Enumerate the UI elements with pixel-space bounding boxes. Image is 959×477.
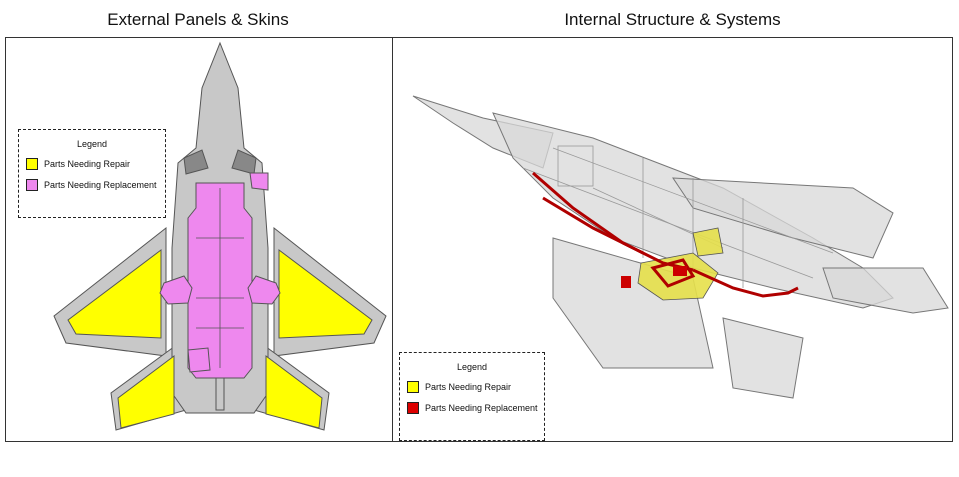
internal-replacement-cluster: [650, 258, 696, 288]
left-tail-repair: [117, 355, 175, 429]
legend-internal: Legend Parts Needing Repair Parts Needin…: [399, 352, 545, 441]
legend-title: Legend: [76, 139, 108, 149]
internal-replacement-box-2: [673, 266, 687, 276]
legend-label: Parts Needing Repair: [425, 382, 512, 392]
legend-item-replacement: Parts Needing Replacement: [26, 179, 165, 191]
legend-label: Parts Needing Repair: [44, 159, 131, 169]
replacement-swatch: [26, 179, 38, 191]
internal-repair-bay: [637, 252, 719, 301]
right-wing-repair: [278, 248, 373, 339]
internal-replacement-line: [692, 268, 799, 298]
legend-label: Parts Needing Replacement: [425, 403, 538, 413]
internal-structure-view: Legend Parts Needing Repair Parts Needin…: [392, 37, 953, 442]
repair-swatch: [407, 381, 419, 393]
right-panel-title: Internal Structure & Systems: [564, 10, 781, 29]
horizontal-tail: [822, 267, 949, 314]
external-panels-view: Legend Parts Needing Repair Parts Needin…: [5, 37, 393, 442]
vertical-tail: [722, 317, 804, 399]
left-wing-repair: [67, 248, 162, 339]
lower-left-panel-replacement: [187, 347, 211, 373]
legend-item-repair: Parts Needing Repair: [26, 158, 165, 170]
internal-repair-strip: [692, 227, 724, 257]
upper-right-panel-replacement: [249, 172, 269, 191]
replacement-swatch: [407, 402, 419, 414]
left-shoulder-replacement: [159, 275, 193, 305]
right-shoulder-replacement: [247, 275, 281, 305]
repair-swatch: [26, 158, 38, 170]
legend-external: Legend Parts Needing Repair Parts Needin…: [18, 129, 166, 218]
aircraft-3d-view: [412, 95, 949, 399]
legend-item-replacement: Parts Needing Replacement: [407, 402, 544, 414]
aircraft-top-view: [53, 41, 387, 431]
internal-replacement-pipe: [542, 196, 644, 255]
right-tail-repair: [265, 355, 323, 429]
legend-item-repair: Parts Needing Repair: [407, 381, 544, 393]
left-panel-title: External Panels & Skins: [107, 10, 289, 29]
right-intake: [231, 149, 257, 175]
legend-label: Parts Needing Replacement: [44, 180, 157, 190]
legend-title: Legend: [456, 362, 488, 372]
internal-replacement-box: [621, 276, 631, 288]
left-intake: [183, 149, 209, 175]
